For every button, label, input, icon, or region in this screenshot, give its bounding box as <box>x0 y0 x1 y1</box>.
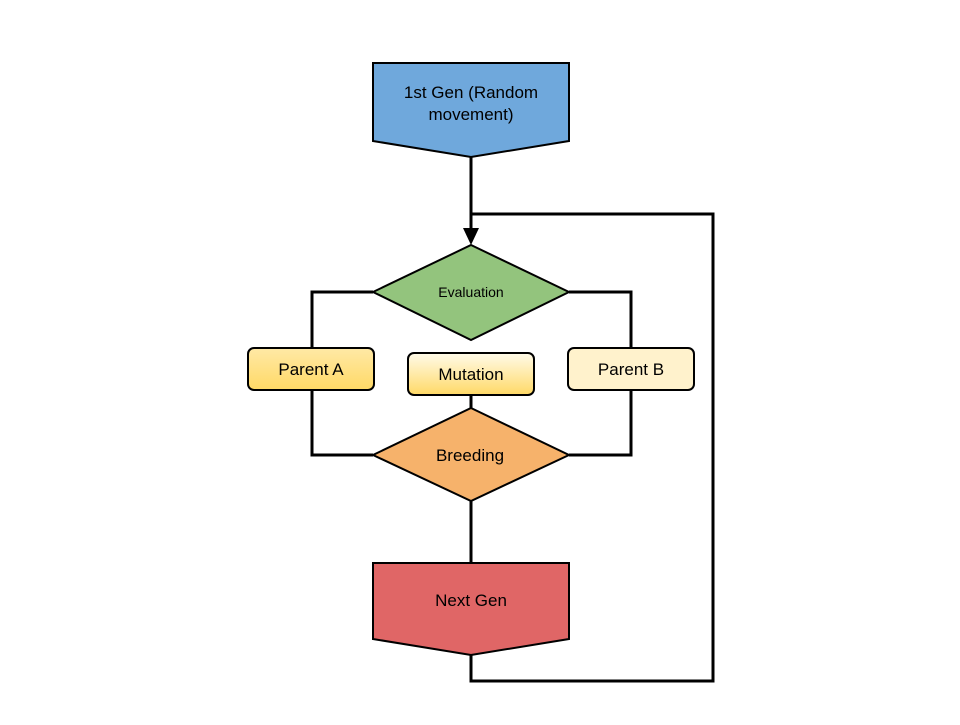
connectors <box>310 157 715 683</box>
mutation-shape <box>407 352 535 396</box>
parent-a-shape <box>247 347 375 391</box>
connector-loop-back <box>469 212 715 683</box>
parent-a-label: Parent A <box>278 360 344 379</box>
evaluation-shape <box>370 243 572 342</box>
node-parent-b: Parent B <box>567 347 695 391</box>
first-gen-shape <box>372 62 570 159</box>
node-first-gen: 1st Gen (Random movement) <box>372 62 570 159</box>
arrow-head-icon <box>463 228 479 245</box>
next-gen-label: Next Gen <box>435 591 507 610</box>
connector-parent-a-breeding <box>310 390 373 457</box>
breeding-label: Breeding <box>436 446 504 465</box>
node-next-gen: Next Gen <box>372 562 570 657</box>
mutation-label: Mutation <box>438 365 503 384</box>
node-evaluation: Evaluation <box>370 243 572 342</box>
next-gen-shape <box>372 562 570 657</box>
connector-evaluation-parent-a <box>310 290 373 348</box>
evaluation-label: Evaluation <box>438 284 503 300</box>
parent-b-shape <box>567 347 695 391</box>
parent-b-label: Parent B <box>598 360 664 379</box>
first-gen-label-line1: 1st Gen (Random <box>404 83 538 102</box>
connector-parent-b-breeding <box>569 390 633 457</box>
connector-evaluation-parent-b <box>569 290 633 348</box>
node-breeding: Breeding <box>370 406 572 503</box>
node-mutation: Mutation <box>407 352 535 396</box>
node-parent-a: Parent A <box>247 347 375 391</box>
first-gen-label-line2: movement) <box>428 105 513 124</box>
breeding-shape <box>370 406 572 503</box>
